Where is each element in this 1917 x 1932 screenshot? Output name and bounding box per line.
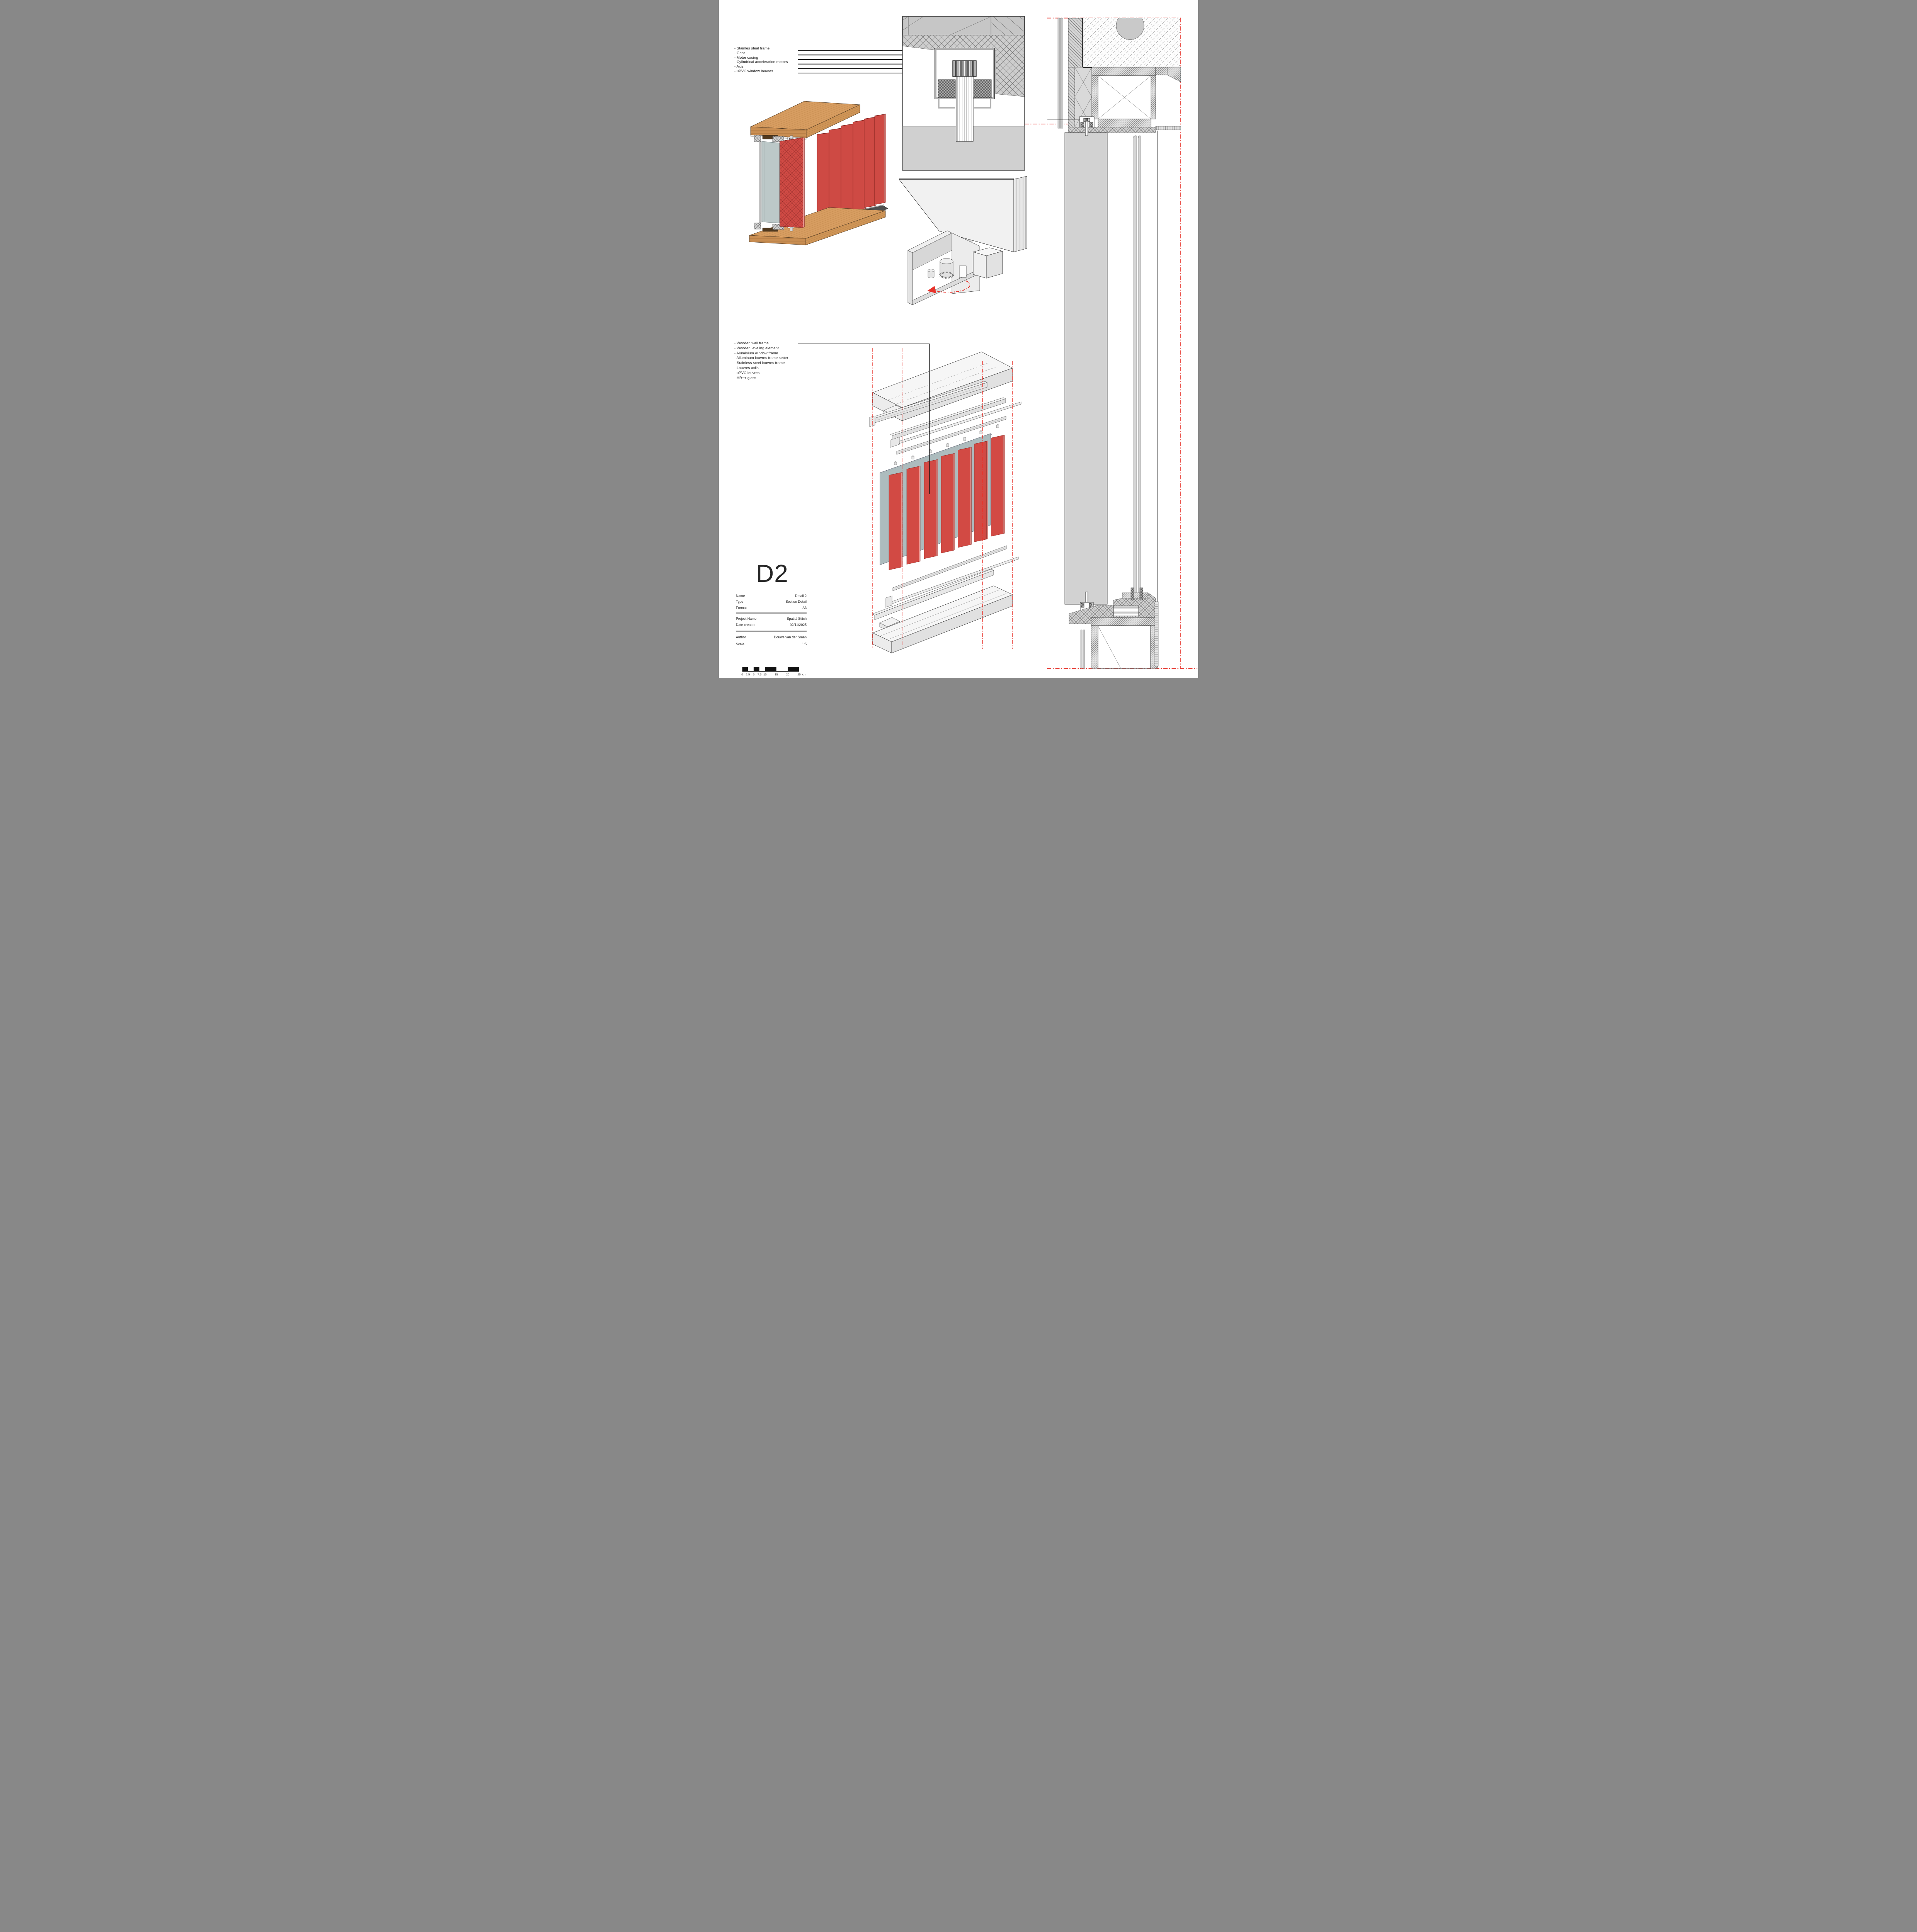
steel-l-frame-left (938, 99, 955, 109)
louvre-front (780, 135, 805, 231)
wooden-wall-frame (1082, 18, 1180, 68)
glass-pane (759, 140, 780, 223)
insulation-crosshatch (902, 35, 1025, 97)
motor-box (959, 247, 1003, 279)
title-row-value: 02/11/2025 (790, 622, 807, 627)
louvre-motor-top (1079, 116, 1095, 136)
brush-seal (1113, 605, 1139, 616)
scale-tick-label: 20 (786, 673, 790, 676)
aluminium-window-frame (1091, 67, 1181, 130)
annotation-item: - uPVC window louvres (734, 69, 773, 73)
drawing-canvas (742, 16, 1197, 672)
title-row-label: Project Name (736, 617, 757, 621)
annotation-item: - Louvres axils (734, 366, 759, 370)
scale-tick-label: 25 (797, 673, 801, 676)
x-louvre-axis-pins (894, 424, 999, 465)
title-row: Author Douwe van der Sman (736, 634, 807, 640)
drawing-sheet: - Stainles steal frame - Gear - Motor ca… (719, 0, 1198, 678)
rotation-arc-bottom (927, 281, 970, 293)
scale-bar (742, 667, 799, 672)
scale-tick-label: 7.5 (757, 673, 762, 676)
annotation-list-top: - Stainles steal frame - Gear - Motor ca… (734, 46, 788, 74)
annotation-item: - Alluminum louvres frame setter (734, 356, 788, 361)
thermal-break (1155, 126, 1181, 130)
scale-tick-label: 15 (775, 673, 778, 676)
motor-left (938, 79, 956, 98)
title-row: Date created 02/11/2025 (736, 622, 807, 628)
title-row-value: Douwe van der Sman (774, 635, 807, 639)
section-detail-motor-top (902, 16, 1025, 171)
title-row-value: Detail 2 (795, 594, 807, 598)
annotation-item: - Wooden leveling element (734, 346, 779, 350)
wood-slab-top (750, 101, 860, 140)
isometric-louvre-assembly (749, 101, 889, 245)
timber-end-band (902, 16, 1025, 36)
title-row-label: Name (736, 594, 745, 598)
title-row-value: Section Detail (785, 600, 807, 604)
gear-cylinder (939, 258, 954, 279)
title-row: Name Detail 2 (736, 593, 807, 599)
louvre-panel-section (1064, 132, 1108, 605)
annotation-item: - Axis (734, 65, 744, 69)
x-rails-top (869, 381, 1021, 455)
steel-l-frame-right (974, 99, 991, 109)
title-divider (736, 631, 807, 632)
title-divider (736, 612, 807, 614)
glazing-section (1133, 135, 1141, 600)
annotation-item: - Gear (734, 51, 745, 55)
scale-tick-label: 0 (741, 673, 743, 676)
annotation-item: - Cylindrical acceleration motors (734, 60, 788, 65)
annotation-item: - Motor casing (734, 55, 758, 60)
hinge-cylinder (928, 270, 935, 278)
vertical-section (1047, 18, 1181, 669)
gear-section (952, 60, 977, 77)
x-rails-bottom (872, 545, 1019, 620)
scale-row: Scale 1:5 (736, 641, 807, 647)
axis-shaft (956, 76, 974, 142)
louvres-rear (817, 114, 886, 223)
scale-tick-label: 5 (752, 673, 755, 676)
x-red-boundaries (872, 348, 1013, 649)
sheet-code: D2 (756, 560, 788, 587)
title-row-label: Author (736, 635, 746, 639)
stud-column (1068, 18, 1083, 68)
title-row-label: Type (736, 600, 744, 604)
motor-right (974, 79, 992, 98)
louvre-slab (899, 176, 1027, 252)
title-row: Format A3 (736, 605, 807, 611)
exploded-axonometric (798, 344, 1021, 653)
title-row-label: Date created (736, 622, 756, 627)
annotation-item: - Stainless steel louvres frame (734, 361, 785, 366)
channel-frame (907, 230, 980, 305)
annotation-item: - Aluminium window frame (734, 351, 778, 355)
title-block-rows-1: Name Detail 2 Type Section Detail Format… (736, 593, 807, 611)
annotation-list-bottom: - Wooden wall frame - Wooden leveling el… (734, 341, 788, 381)
scale-label: Scale (736, 642, 745, 646)
title-row-value: Spatial Stitch (787, 617, 807, 621)
scale-tick-label: 2.5 (746, 673, 750, 676)
annotation-item: - Stainles steal frame (734, 46, 770, 51)
annotation-item: - HR++ glass (734, 376, 756, 380)
leader-line-bottom-annotation (798, 344, 930, 494)
axon-motor-detail (899, 176, 1027, 305)
annotation-item: - uPVC louvres (734, 371, 760, 375)
title-row: Type Section Detail (736, 599, 807, 605)
annotation-item: - Wooden wall frame (734, 341, 769, 345)
title-block-rows-2: Project Name Spatial Stitch Date created… (736, 616, 807, 628)
title-row-value: A3 (802, 605, 807, 610)
sill-insulation (1068, 127, 1156, 133)
scale-value: 1:5 (802, 642, 807, 646)
scale-tick-label: 10 (763, 673, 767, 676)
scale-unit: cm (802, 673, 806, 676)
title-row: Project Name Spatial Stitch (736, 616, 807, 622)
x-louvres (889, 435, 1005, 570)
title-block-rows-3: Author Douwe van der Sman (736, 634, 807, 640)
sill-assembly (1069, 587, 1159, 669)
thermal-break-vertical (1154, 601, 1159, 667)
title-row-label: Format (736, 605, 747, 610)
dowel (1116, 18, 1144, 40)
